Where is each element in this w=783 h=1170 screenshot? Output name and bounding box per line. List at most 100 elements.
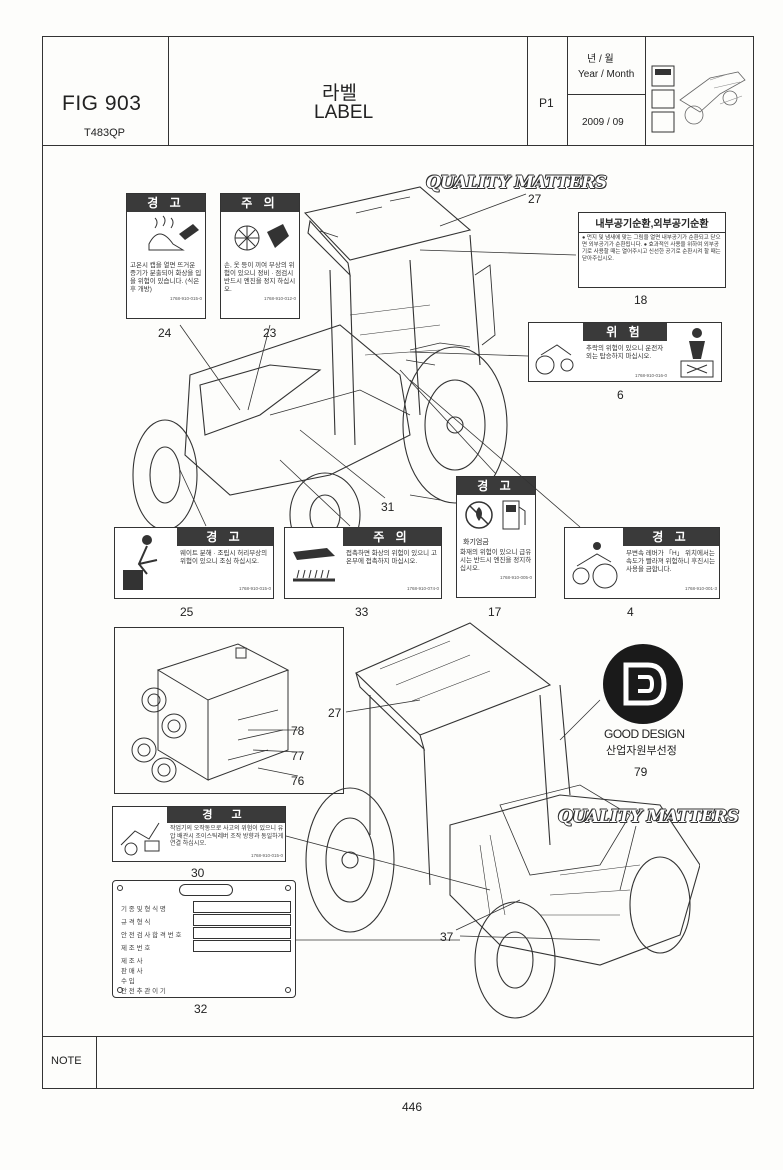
callout-78: 78	[291, 724, 305, 738]
label-30-heading: 경 고	[167, 807, 285, 823]
nameplate-row-5: 제 조 사	[121, 958, 143, 965]
label-23-heading: 주 의	[221, 194, 299, 212]
no-fire-fuel-icon	[465, 500, 526, 530]
header-col-2	[527, 36, 529, 146]
label-24-warning-card: 경 고 고온시 캡을 열면 뜨거운 증기가 분출되어 화상을 입을 위험이 있습…	[126, 193, 206, 319]
callout-30: 30	[191, 866, 205, 880]
callout-4: 4	[627, 605, 634, 619]
nameplate-row-7: 수 입	[121, 978, 135, 985]
callout-18: 18	[634, 293, 648, 307]
nameplate-field-4	[193, 940, 291, 952]
callout-23: 23	[263, 326, 277, 340]
hydraulic-valve-illustration	[131, 643, 299, 783]
header-tractor-icon	[651, 65, 746, 133]
label-18-text: ● 먼지 및 냄새에 맞는 그림을 열면 내부공기가 순환되고 닫으면 외부공기…	[582, 235, 721, 262]
label-24-code: 1768-910-015-0	[169, 296, 202, 301]
label-17-heading: 경 고	[457, 477, 535, 495]
page-code: P1	[539, 96, 554, 110]
quality-matters-logo-bottom: QUALITY MATTERS	[558, 807, 739, 827]
rivet-icon	[285, 987, 291, 993]
year-month-label-en: Year / Month	[578, 69, 635, 80]
header-col-3	[567, 36, 569, 146]
label-18-heading: 내부공기순환,외부공기순환	[579, 213, 725, 233]
label-33-code: 1768-910-074-0	[406, 586, 439, 591]
title-korean: 라벨	[322, 83, 357, 104]
fig-number: FIG 903	[62, 92, 142, 115]
callout-17: 17	[488, 605, 502, 619]
title-english: LABEL	[314, 102, 374, 123]
callout-33: 33	[355, 605, 369, 619]
model-code: T483QP	[84, 127, 125, 139]
callout-25: 25	[180, 605, 194, 619]
high-speed-tractor-icon	[572, 542, 618, 589]
quality-matters-logo-top: QUALITY MATTERS	[426, 173, 607, 193]
header-divider	[42, 145, 754, 147]
note-divider	[42, 1036, 754, 1038]
label-17-warning-card: 경 고 화기엄금 화재의 위험이 있으니 급유시는 반드시 엔진을 정지하십시오…	[456, 476, 536, 598]
label-32-nameplate: 기 종 및 형 식 명 규 격 형 식 안 전 검 사 합 격 번 호 제 조 …	[112, 880, 296, 998]
label-25-text: 웨이트 분해 · 조립시 허리부상의 위험이 있으니 조심 하십시오.	[180, 550, 268, 565]
label-24-text: 고온시 캡을 열면 뜨거운 증기가 분출되어 화상을 입을 위험이 있습니다. …	[130, 262, 202, 293]
label-33-heading: 주 의	[343, 528, 441, 546]
nameplate-row-6: 판 매 사	[121, 968, 143, 975]
nameplate-field-2	[193, 914, 291, 926]
date-divider	[567, 94, 645, 96]
label-33-text: 접촉하면 화상의 위험이 있으니 고온부에 접촉하지 마십시오.	[346, 550, 437, 565]
rollover-icon	[535, 344, 574, 375]
label-6-heading: 위 험	[583, 323, 667, 341]
header-col-1	[168, 36, 170, 146]
label-30-text: 작업기의 오작동으로 사고의 위험이 있으니 유압 배관시 조이스틱레버 조작 …	[170, 826, 284, 847]
label-4-heading: 경 고	[623, 528, 719, 546]
nameplate-field-1	[193, 901, 291, 913]
year-month-label-ko: 년 / 월	[587, 54, 614, 65]
rivet-icon	[117, 987, 123, 993]
callout-31: 31	[381, 500, 395, 514]
callout-24: 24	[158, 326, 172, 340]
no-passenger-icon	[680, 328, 714, 378]
label-23-code: 1768-910-012-0	[263, 296, 296, 301]
hot-surface-icon	[293, 548, 335, 582]
label-23-caution-card: 주 의 손, 옷 등이 끼여 부상의 위험이 있으니 정비 · 점검시 반드시 …	[220, 193, 300, 319]
nameplate-row-1: 기 종 및 형 식 명	[121, 906, 166, 913]
callout-32: 32	[194, 1002, 208, 1016]
label-17-code: 1768-910-005-0	[499, 575, 532, 580]
label-17-caption: 화기엄금	[463, 539, 489, 546]
nameplate-row-4: 제 조 번 호	[121, 945, 151, 952]
header-col-4	[645, 36, 647, 146]
callout-6: 6	[617, 388, 624, 402]
label-4-text: 부변속 레버가 「H」 위치에서는 속도가 빨라져 위험하니 후진시는 사용을 …	[626, 550, 716, 573]
callout-79: 79	[634, 765, 648, 779]
rivet-icon	[285, 885, 291, 891]
belt-entanglement-icon	[234, 224, 289, 251]
label-4-code: 1768-910-001-3	[684, 586, 717, 591]
label-33-caution-card: 주 의 접촉하면 화상의 위험이 있으니 고온부에 접촉하지 마십시오. 176…	[284, 527, 442, 599]
callout-76: 76	[291, 774, 305, 788]
label-30-warning-card: 경 고 작업기의 오작동으로 사고의 위험이 있으니 유압 배관시 조이스틱레버…	[112, 806, 286, 862]
nameplate-row-3: 안 전 검 사 합 격 번 호	[121, 932, 182, 939]
good-design-mark	[603, 644, 683, 724]
revision-date: 2009 / 09	[582, 117, 624, 128]
label-25-code: 1768-910-015-0	[238, 586, 271, 591]
label-18-air-circulation-card: 내부공기순환,외부공기순환 ● 먼지 및 냄새에 맞는 그림을 열면 내부공기가…	[578, 212, 726, 288]
label-17-text: 화재의 위험이 있으니 급유시는 반드시 엔진을 정지하십시오.	[460, 549, 532, 572]
label-25-heading: 경 고	[177, 528, 273, 546]
label-6-text: 추락의 위험이 있으니 운전자 외는 탑승하지 마십시오.	[586, 345, 664, 360]
callout-77: 77	[291, 749, 305, 763]
nameplate-brand-badge	[179, 884, 233, 896]
valve-detail-box	[114, 627, 344, 794]
label-6-danger-card: 위 험 추락의 위험이 있으니 운전자 외는 탑승하지 마십시오. 1768-9…	[528, 322, 722, 382]
callout-27-bottom: 27	[328, 706, 342, 720]
label-25-warning-card: 경 고 웨이트 분해 · 조립시 허리부상의 위험이 있으니 조심 하십시오. …	[114, 527, 274, 599]
page-frame	[42, 36, 754, 1089]
note-label: NOTE	[51, 1055, 82, 1067]
lifting-weight-icon	[123, 535, 158, 590]
label-4-warning-card: 경 고 부변속 레버가 「H」 위치에서는 속도가 빨라져 위험하니 후진시는 …	[564, 527, 720, 599]
hot-steam-icon	[148, 215, 199, 251]
callout-27-top: 27	[528, 192, 542, 206]
callout-37: 37	[440, 930, 454, 944]
implement-hazard-icon	[120, 822, 160, 856]
note-column-divider	[96, 1036, 98, 1089]
page-number: 446	[401, 1100, 423, 1114]
